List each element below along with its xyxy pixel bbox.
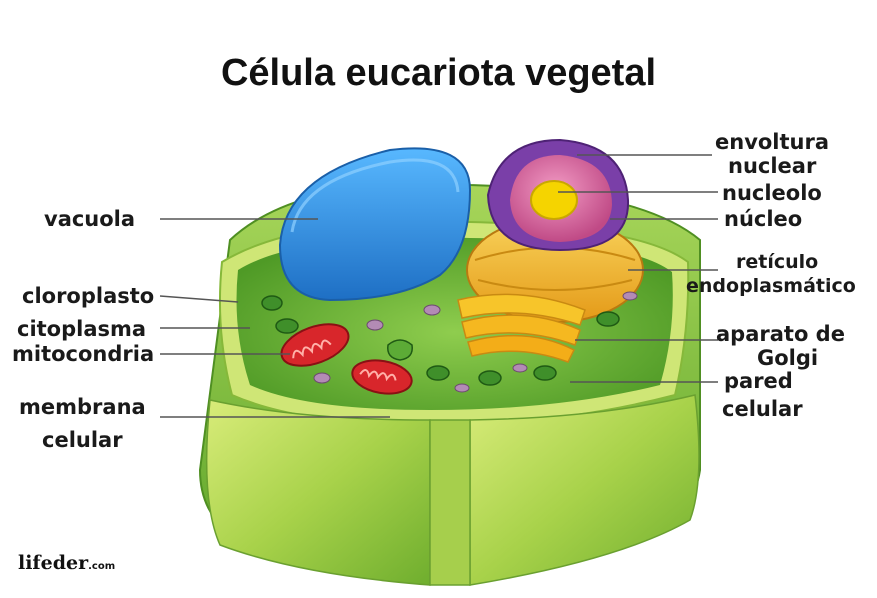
vacuole-shape	[278, 147, 472, 302]
label-citoplasma: citoplasma	[17, 317, 147, 341]
logo-name: lifeder	[18, 552, 89, 574]
diagram-title: Célula eucariota vegetal	[220, 52, 657, 94]
mitochondria-shapes	[280, 323, 413, 395]
label-nuclear: nuclear	[728, 154, 817, 178]
label-nucleolo: nucleolo	[722, 181, 822, 205]
label-aparato: aparato de	[716, 322, 845, 346]
vesicle-shapes	[313, 291, 638, 393]
logo-suffix: .com	[88, 561, 116, 572]
leader-lines	[159, 154, 718, 418]
label-membrana: membrana	[19, 395, 146, 419]
label-reticulo: retículo	[736, 251, 819, 273]
label-nucleo: núcleo	[724, 207, 803, 231]
label-cloroplasto: cloroplasto	[22, 284, 155, 308]
label-envoltura: envoltura	[715, 130, 830, 154]
label-celular-right: celular	[722, 397, 803, 421]
front-wall-shape	[205, 394, 700, 586]
label-vacuola: vacuola	[44, 207, 136, 231]
label-mitocondria: mitocondria	[12, 342, 155, 366]
label-endoplasmatico: endoplasmático	[686, 275, 856, 297]
label-celular-left: celular	[42, 428, 123, 452]
label-pared: pared	[724, 369, 793, 393]
nucleus-shape	[486, 138, 630, 252]
lifeder-logo: lifeder.com	[18, 552, 115, 574]
chloroplast-shapes	[261, 295, 620, 386]
golgi-shape	[457, 293, 586, 363]
label-golgi: Golgi	[757, 346, 819, 370]
nucleolus-shape	[530, 180, 578, 220]
